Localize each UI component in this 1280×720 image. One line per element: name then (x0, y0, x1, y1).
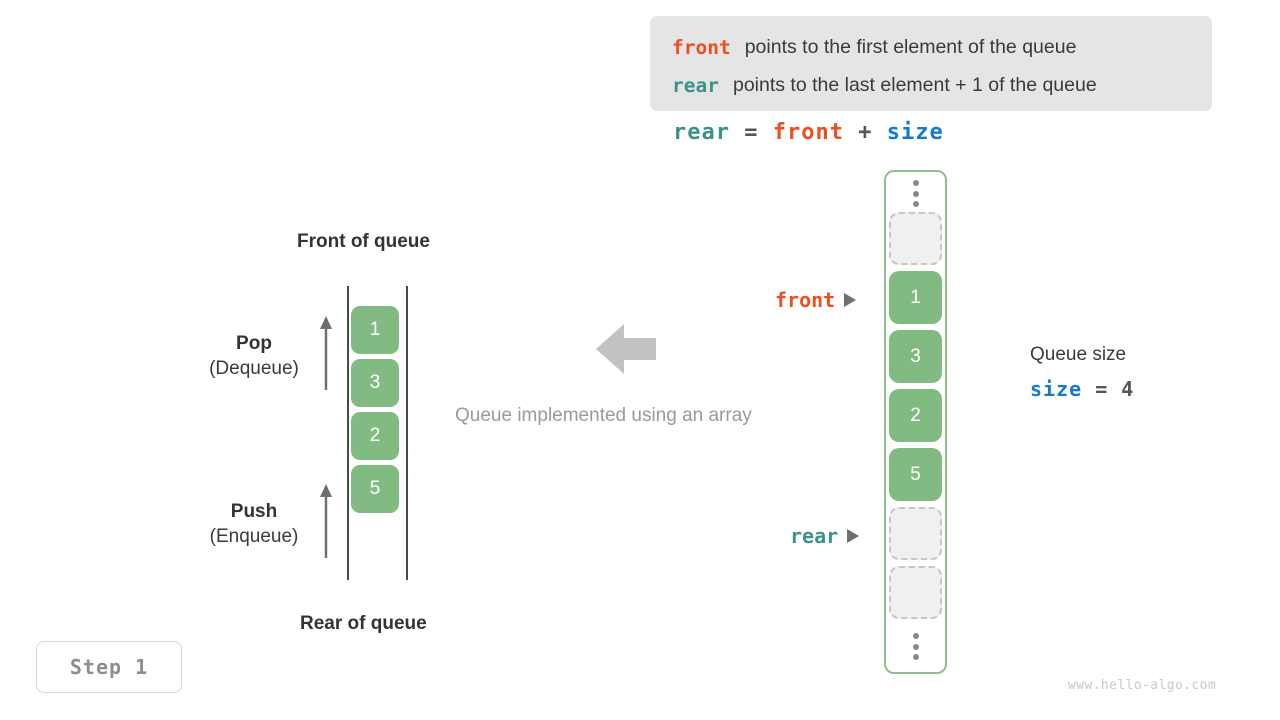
left-arrow-icon (596, 322, 656, 381)
queue-cell: 3 (351, 359, 399, 407)
arrow-right-icon (847, 529, 860, 543)
formula-size: size (886, 120, 944, 145)
left-queue-cells: 1 3 2 5 (351, 306, 399, 518)
watermark: www.hello-algo.com (1068, 678, 1217, 693)
front-keyword: front (672, 35, 731, 59)
array-slot-empty (889, 212, 942, 265)
formula-rear: rear (673, 120, 730, 145)
front-of-queue-label: Front of queue (297, 231, 430, 252)
rear-keyword: rear (672, 73, 719, 97)
pop-title: Pop (236, 333, 272, 354)
queue-cell: 2 (351, 412, 399, 460)
rear-pointer-label: rear (790, 524, 839, 548)
queue-cell: 1 (351, 306, 399, 354)
queue-size-block: Queue size size = 4 (1030, 344, 1134, 401)
array-slot-filled: 1 (889, 271, 942, 324)
pop-operation-label: Pop (Dequeue) (192, 333, 316, 380)
rear-pointer: rear (790, 524, 860, 548)
size-number: 4 (1121, 377, 1135, 401)
queue-size-value: size = 4 (1030, 377, 1134, 401)
legend-line-rear: rear points to the last element + 1 of t… (672, 66, 1212, 104)
legend-line-front: front points to the first element of the… (672, 28, 1212, 66)
pop-up-arrow-icon (319, 316, 333, 390)
front-pointer-label: front (775, 288, 836, 312)
queue-rail-right (406, 286, 408, 580)
queue-cell: 5 (351, 465, 399, 513)
formula-equals: = (729, 120, 773, 145)
array-slot-filled: 5 (889, 448, 942, 501)
legend-banner: front points to the first element of the… (650, 16, 1212, 111)
array-slot-filled: 3 (889, 330, 942, 383)
push-operation-label: Push (Enqueue) (192, 501, 316, 548)
rear-of-queue-label: Rear of queue (300, 613, 427, 634)
vertical-ellipsis-icon-bottom (884, 633, 947, 660)
front-pointer: front (775, 288, 857, 312)
queue-rail-left (347, 286, 349, 580)
array-slot-empty (889, 507, 942, 560)
formula-rear-equals-front-plus-size: rear = front + size (673, 120, 944, 145)
size-equals: = (1082, 377, 1122, 401)
array-container (884, 170, 947, 674)
front-description: points to the first element of the queue (744, 35, 1077, 58)
push-subtitle: (Enqueue) (209, 526, 299, 547)
formula-plus: + (843, 120, 887, 145)
push-up-arrow-icon (319, 484, 333, 558)
queue-size-title: Queue size (1030, 344, 1127, 365)
array-slot-empty (889, 566, 942, 619)
array-cells: 1 3 2 5 (889, 212, 942, 625)
formula-front: front (772, 120, 844, 145)
pop-subtitle: (Dequeue) (209, 358, 299, 379)
size-keyword: size (1030, 377, 1083, 401)
center-caption: Queue implemented using an array (455, 405, 752, 426)
array-slot-filled: 2 (889, 389, 942, 442)
rear-description: points to the last element + 1 of the qu… (732, 73, 1097, 96)
step-badge: Step 1 (36, 641, 182, 693)
vertical-ellipsis-icon-top (884, 180, 947, 207)
arrow-right-icon (844, 293, 857, 307)
push-title: Push (230, 501, 278, 522)
